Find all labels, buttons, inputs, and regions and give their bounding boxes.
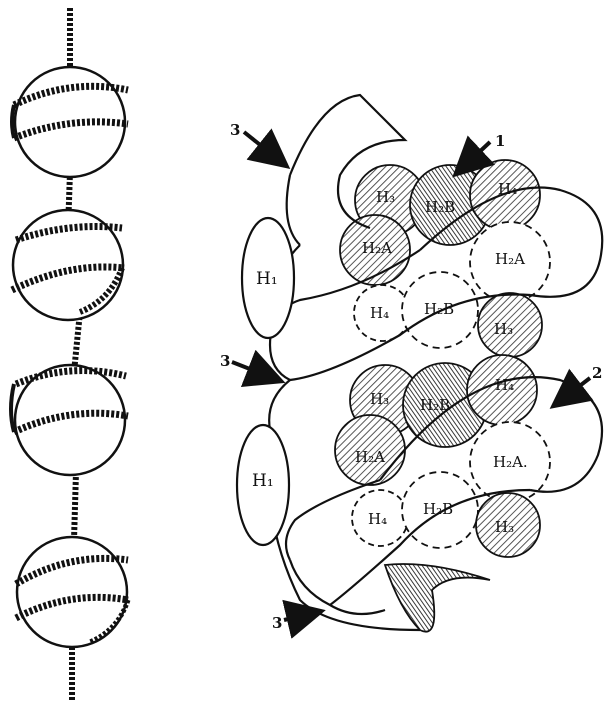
arrow-3-top xyxy=(244,132,284,164)
arrow-3-bottom xyxy=(284,612,318,620)
histone-label: H₂A. xyxy=(493,453,528,471)
linker-dna xyxy=(74,472,76,540)
histone-label: H₃ xyxy=(494,320,513,338)
h1-label: H₁ xyxy=(256,269,278,289)
beads-on-string xyxy=(11,8,128,700)
arrow-3-mid xyxy=(232,362,278,380)
histone-label: H₂B xyxy=(420,396,450,414)
nucleosome-bead xyxy=(12,67,128,177)
histone-label: H₃ xyxy=(495,518,514,536)
histone-label: H₄ xyxy=(498,180,517,198)
histone-label: H₂A xyxy=(355,448,385,466)
arrow-label-3: 3 xyxy=(220,352,230,370)
arrow-label-2: 2 xyxy=(592,364,602,382)
histone-label: H₃ xyxy=(376,188,395,206)
arrow-label-1: 1 xyxy=(495,132,505,150)
ribbon-end-shaded xyxy=(385,564,490,632)
histone-label: H₄ xyxy=(370,304,389,322)
arrow-2 xyxy=(556,378,590,404)
histone-label: H₂B xyxy=(423,500,453,518)
solenoid-model: H₃ H₂B H₄ H₂A H₂A H₄ H₂B H₃ H₃ H₂B H₄ H₂… xyxy=(220,95,602,632)
histone-label: H₄ xyxy=(368,510,387,528)
histone-label: H₄ xyxy=(495,376,514,394)
arrow-label-3: 3 xyxy=(230,121,240,139)
h1-histones xyxy=(237,218,294,545)
histone-label: H₂A xyxy=(362,239,392,257)
nucleosome-bead xyxy=(11,365,128,475)
nucleosome-bead xyxy=(12,210,124,320)
histone-label: H₂B xyxy=(425,198,455,216)
nucleosome-bead xyxy=(16,537,128,647)
h1-label: H₁ xyxy=(252,471,274,491)
arrow-label-3: 3 xyxy=(272,614,282,632)
histone-label: H₃ xyxy=(370,390,389,408)
linker-dna xyxy=(74,312,80,372)
histone-label: H₂B xyxy=(424,300,454,318)
histone-label: H₂A xyxy=(495,250,525,268)
